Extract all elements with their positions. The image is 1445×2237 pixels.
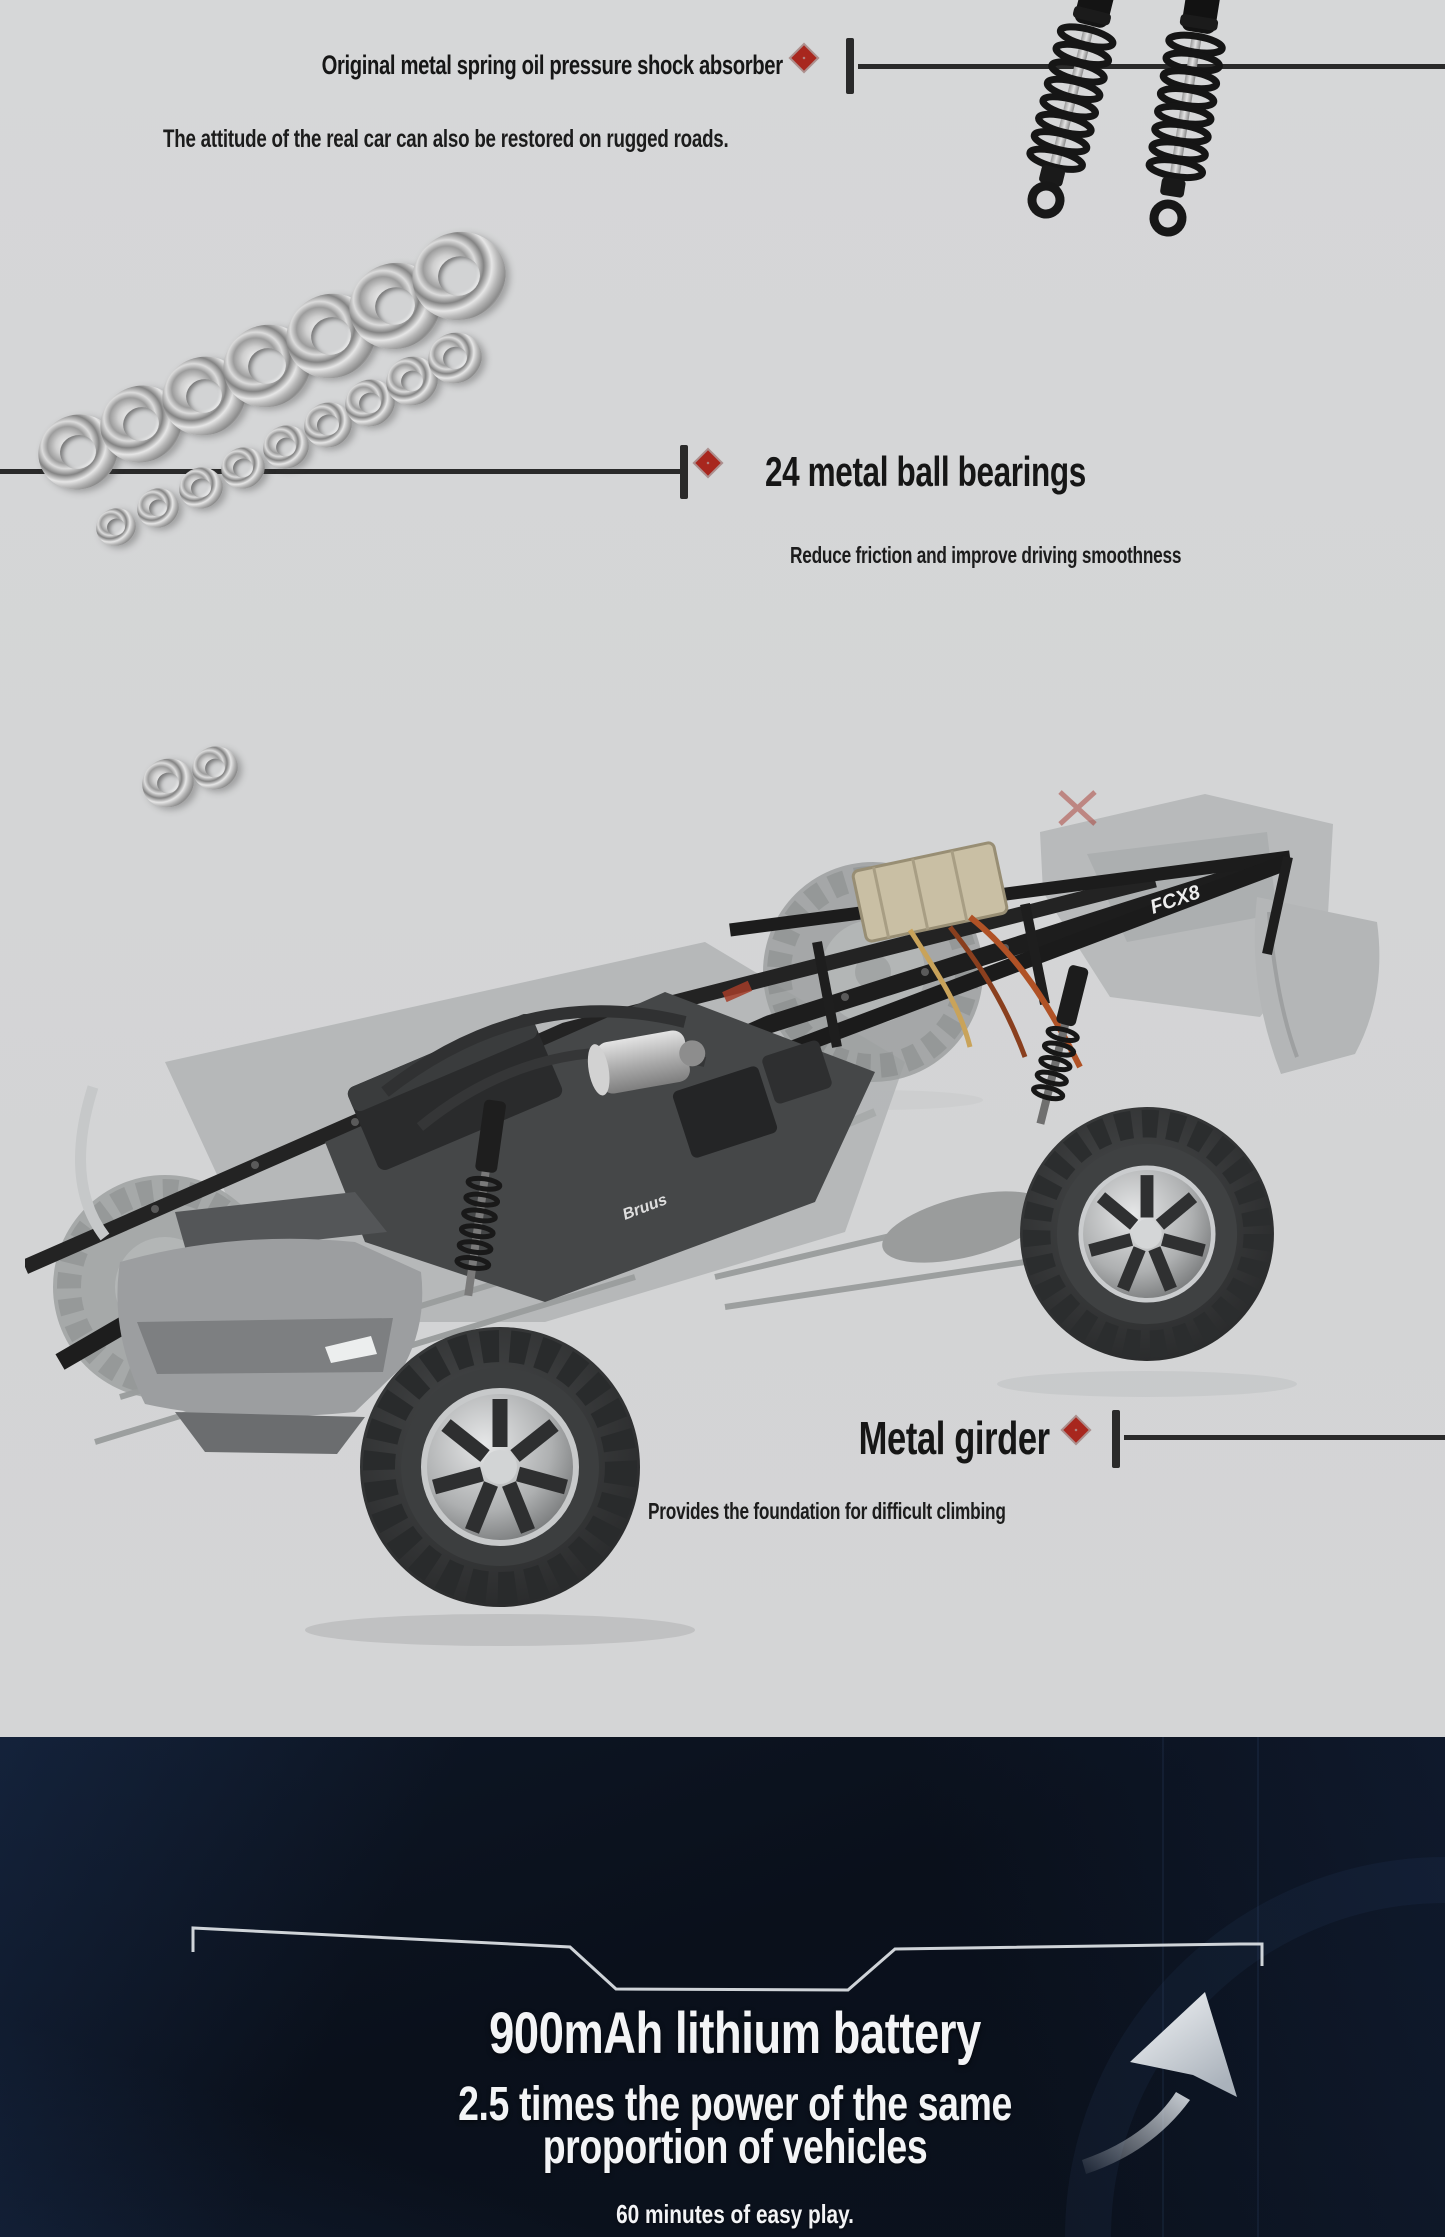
girder-callout-subtitle: Provides the foundation for difficult cl… <box>648 1498 1006 1524</box>
bearing-hole <box>432 250 486 302</box>
diamond-marker-icon <box>695 450 721 476</box>
bearing-hole <box>55 430 101 474</box>
bearing-hole <box>397 367 427 395</box>
shock-callout-title: Original metal spring oil pressure shock… <box>321 50 783 80</box>
callout-tick <box>846 38 854 94</box>
bearing-hole <box>230 456 256 480</box>
callout-line <box>858 64 1445 69</box>
chassis-image: FCX8 Bruus <box>25 790 1380 1646</box>
hud-bracket <box>191 1926 1264 1992</box>
shock-absorbers-image <box>1026 0 1226 237</box>
bearing-hole <box>153 769 183 797</box>
bearing-hole <box>306 311 356 361</box>
callout-tick <box>1112 1410 1120 1468</box>
ball-bearing <box>131 482 185 534</box>
bearings-callout-title: 24 metal ball bearings <box>765 448 1086 495</box>
bearing-hole <box>314 412 342 438</box>
bearing-hole <box>180 373 228 419</box>
bearing-hole <box>440 343 470 373</box>
bearing-hole <box>146 496 170 520</box>
battery-section: 900mAh lithium battery 2.5 times the pow… <box>0 1737 1445 2237</box>
callout-tick <box>680 445 688 499</box>
bearing-hole <box>104 516 128 538</box>
battery-title: 900mAh lithium battery <box>489 2001 981 2066</box>
bearing-hole <box>118 402 164 446</box>
ball-bearing <box>90 502 142 552</box>
girder-callout-title: Metal girder <box>858 1412 1050 1464</box>
diamond-marker-icon <box>791 45 817 71</box>
bearings-callout-subtitle: Reduce friction and improve driving smoo… <box>790 542 1182 568</box>
shock-callout-subtitle: The attitude of the real car can also be… <box>163 125 729 153</box>
callout-line <box>1124 1435 1445 1440</box>
bearing-hole <box>273 434 299 460</box>
battery-note: 60 minutes of easy play. <box>616 2199 854 2229</box>
battery-line2: proportion of vehicles <box>542 2121 928 2174</box>
battery-line1: 2.5 times the power of the same <box>458 2078 1012 2131</box>
bearing-hole <box>202 755 228 781</box>
bearing-hole <box>188 476 214 500</box>
callout-line <box>0 469 682 474</box>
bearing-hole <box>356 389 384 417</box>
bearing-hole <box>242 342 292 390</box>
up-arrow-icon <box>1082 1992 1237 2174</box>
